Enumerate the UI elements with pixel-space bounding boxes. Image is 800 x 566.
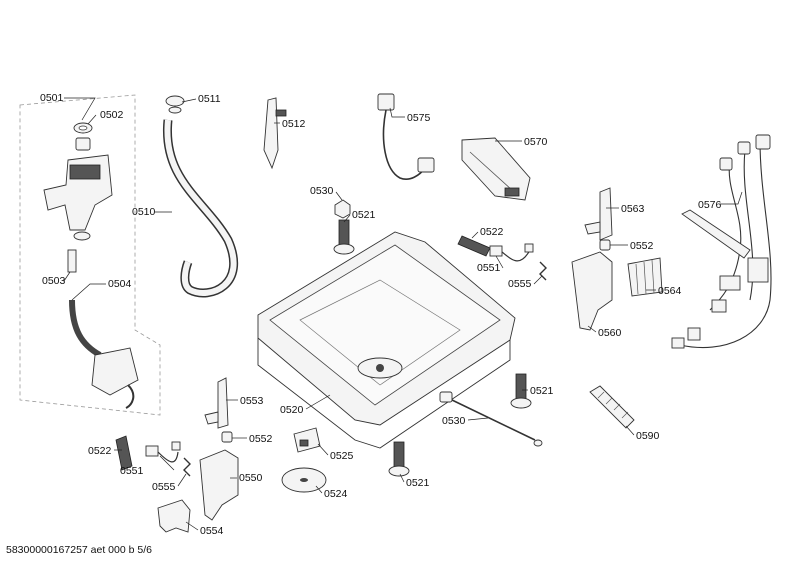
part-0521-foot-top — [333, 219, 355, 255]
label-0550: 0550 — [239, 472, 263, 484]
part-0555-clip-bottom — [183, 457, 191, 477]
group-0501-outline — [19, 94, 161, 416]
label-0522-bottom: 0522 — [88, 445, 112, 457]
label-0555-top: 0555 — [508, 278, 532, 290]
label-0530-bottom: 0530 — [442, 415, 466, 427]
label-0525: 0525 — [330, 450, 354, 462]
part-0552-nut-bottom — [221, 431, 233, 443]
label-0521-bottom: 0521 — [406, 477, 430, 489]
part-0590-grille — [589, 385, 635, 429]
part-0575-cable — [377, 93, 435, 180]
part-0525-connector — [293, 427, 321, 453]
part-0510-hose — [162, 119, 239, 298]
part-0576-wiring-harness — [671, 134, 772, 349]
part-0502-ring — [73, 122, 93, 151]
leader-lines — [63, 97, 743, 531]
label-0504: 0504 — [108, 278, 132, 290]
label-0530-top: 0530 — [310, 185, 334, 197]
label-0521-top: 0521 — [352, 209, 376, 221]
part-0504-hose — [69, 299, 139, 409]
label-0563: 0563 — [621, 203, 645, 215]
label-0552-top: 0552 — [630, 240, 654, 252]
label-0502: 0502 — [100, 109, 124, 121]
part-0555-clip-top — [539, 261, 547, 281]
label-0521-right: 0521 — [530, 385, 554, 397]
part-0554-bracket — [157, 499, 191, 533]
label-0551-top: 0551 — [477, 262, 501, 274]
part-0570-control-module — [461, 137, 531, 201]
label-0511: 0511 — [198, 93, 221, 105]
part-0511-clamp — [165, 95, 185, 114]
part-0563-bracket — [584, 187, 613, 241]
label-0554: 0554 — [200, 525, 224, 537]
part-0553-bracket — [204, 377, 229, 429]
part-0522-spring-top — [457, 235, 491, 257]
part-0551-sensor-top — [489, 243, 534, 262]
part-0560-bracket — [571, 251, 613, 331]
label-0501: 0501 — [40, 92, 64, 104]
part-0521-foot-bottom — [388, 441, 410, 477]
label-0575: 0575 — [407, 112, 431, 124]
document-reference: 58300000167257 aet 000 b 5/6 — [6, 544, 152, 556]
part-0512-bracket — [263, 97, 287, 170]
part-0550-bracket — [199, 449, 239, 521]
part-0551-sensor-bottom — [145, 441, 181, 463]
label-0552-bottom: 0552 — [249, 433, 273, 445]
label-0512: 0512 — [282, 118, 306, 130]
label-0551-bottom: 0551 — [120, 465, 144, 477]
part-0521-foot-right — [510, 373, 532, 409]
part-0520-base — [257, 231, 516, 449]
part-0524-disc — [281, 467, 327, 493]
label-0503: 0503 — [42, 275, 66, 287]
label-0564: 0564 — [658, 285, 682, 297]
label-0510: 0510 — [132, 206, 156, 218]
part-0530-nut-top — [334, 199, 351, 219]
part-0552-nut-top — [599, 239, 611, 251]
part-labels: 0501 0502 0503 0504 0510 0511 0512 0575 … — [40, 92, 722, 537]
part-0522-spring-bottom — [115, 435, 133, 471]
label-0553: 0553 — [240, 395, 264, 407]
part-0530-cable — [439, 391, 543, 447]
label-0524: 0524 — [324, 488, 348, 500]
label-0576: 0576 — [698, 199, 722, 211]
label-0520: 0520 — [280, 404, 304, 416]
part-0564-clip — [627, 257, 663, 297]
part-0501-valve — [43, 154, 113, 273]
label-0522-top: 0522 — [480, 226, 504, 238]
label-0555-bottom: 0555 — [152, 481, 176, 493]
label-0590: 0590 — [636, 430, 660, 442]
label-0570: 0570 — [524, 136, 548, 148]
label-0560: 0560 — [598, 327, 622, 339]
